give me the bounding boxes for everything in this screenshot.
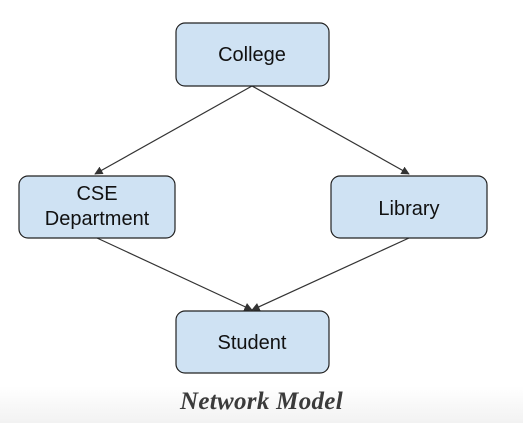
- node-cse-department-box: [18, 175, 176, 239]
- node-student-label: Student: [218, 332, 287, 354]
- node-student: Student: [175, 310, 330, 374]
- node-library: Library: [330, 175, 488, 239]
- node-cse-department: CSE Department: [18, 175, 176, 239]
- edge-library-to-student: [251, 237, 410, 311]
- node-library-box: [330, 175, 488, 239]
- node-college-box: [175, 22, 330, 87]
- caption-background: [0, 386, 523, 423]
- node-student-box: [175, 310, 330, 374]
- edge-cse-to-student: [96, 237, 253, 311]
- edge-college-to-library: [251, 85, 410, 175]
- node-cse-department-label-line2: Department: [45, 208, 150, 230]
- node-cse-department-label-line1: CSE: [76, 183, 117, 205]
- node-library-label: Library: [378, 198, 439, 220]
- node-college: College: [175, 22, 330, 87]
- diagram-caption: Network Model: [180, 388, 343, 415]
- node-college-label: College: [218, 44, 286, 66]
- edge-college-to-cse: [94, 85, 253, 175]
